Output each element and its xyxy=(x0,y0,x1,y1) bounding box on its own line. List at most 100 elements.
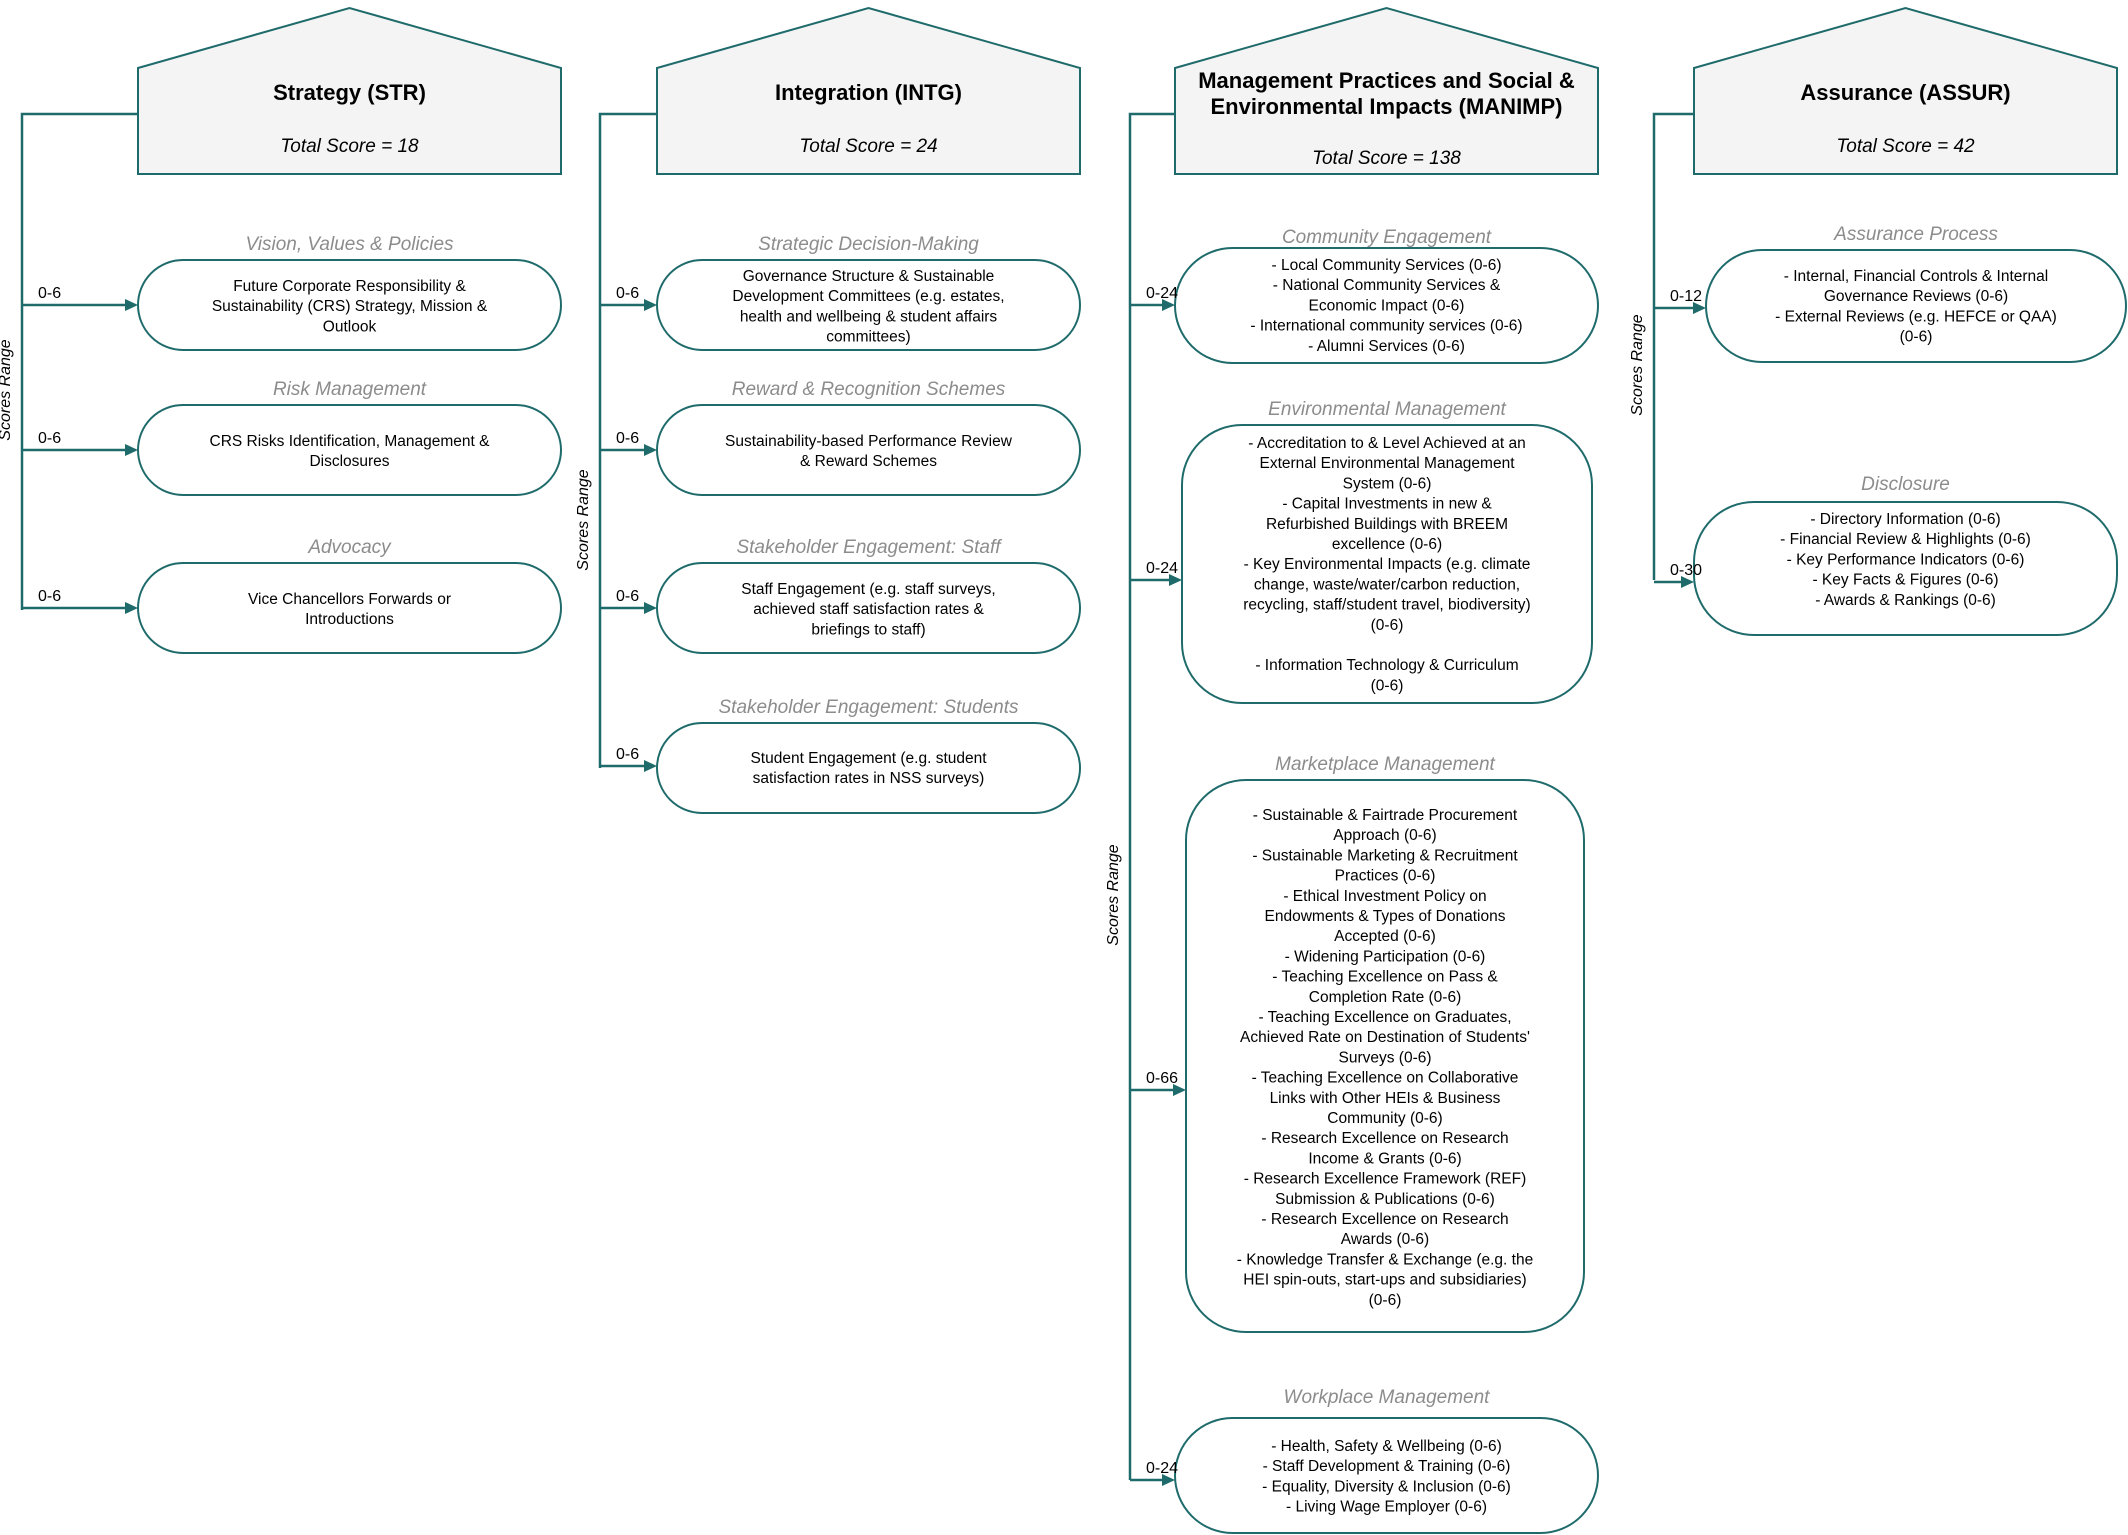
criteria-text-line: - Alumni Services (0-6) xyxy=(1308,338,1465,355)
criteria-text-line: - Teaching Excellence on Graduates, xyxy=(1258,1009,1511,1026)
criteria-text-line: Surveys (0-6) xyxy=(1338,1049,1431,1066)
criteria-text-line: Student Engagement (e.g. student xyxy=(750,750,987,767)
pillar-intg: Integration (INTG) Total Score = 24 Scores… xyxy=(575,6,1081,814)
score-range-label: 0-12 xyxy=(1670,288,1702,305)
pillar-header-shape xyxy=(1174,6,1599,175)
pillar-header-shape xyxy=(137,6,562,175)
criteria-text-line: Submission & Publications (0-6) xyxy=(1275,1191,1495,1208)
criteria-text-line: recycling, staff/student travel, biodive… xyxy=(1243,597,1530,614)
category-title: Assurance Process xyxy=(1833,224,1998,245)
criteria-text-line: change, waste/water/carbon reduction, xyxy=(1254,576,1520,593)
criteria-box xyxy=(137,404,562,496)
pillar-connector-line xyxy=(20,112,138,610)
arrowhead-icon xyxy=(644,299,657,311)
arrowhead-icon xyxy=(125,444,138,456)
category-assurance-process: Assurance Process- Internal, Financial C… xyxy=(1654,224,2127,363)
score-range-label: 0-6 xyxy=(616,430,639,447)
criteria-text-line: - Teaching Excellence on Pass & xyxy=(1272,969,1498,986)
score-range-label: 0-6 xyxy=(38,588,61,605)
criteria-text-line: Future Corporate Responsibility & xyxy=(233,278,466,295)
pillar-total-score: Total Score = 138 xyxy=(1312,148,1461,169)
criteria-box xyxy=(1705,249,2127,363)
pillar-title: Integration (INTG) xyxy=(775,80,962,105)
pillar-connector-line xyxy=(598,112,657,768)
score-range-label: 0-24 xyxy=(1146,285,1178,302)
category-title: Marketplace Management xyxy=(1275,754,1495,775)
criteria-text-line: & Reward Schemes xyxy=(800,453,937,470)
criteria-text-line: briefings to staff) xyxy=(811,621,925,638)
scores-range-axis-label: Scores Range xyxy=(1629,314,1646,415)
criteria-text-line: - Accreditation to & Level Achieved at a… xyxy=(1248,435,1525,452)
criteria-text-line: Sustainability-based Performance Review xyxy=(725,433,1013,450)
criteria-text-line: Introductions xyxy=(305,611,394,628)
criteria-text-line: - Capital Investments in new & xyxy=(1282,496,1492,513)
criteria-text-line: - Sustainable & Fairtrade Procurement xyxy=(1253,807,1518,824)
category-title: Vision, Values & Policies xyxy=(245,234,454,255)
criteria-text-line: - Awards & Rankings (0-6) xyxy=(1815,592,1996,609)
criteria-text-line: External Environmental Management xyxy=(1259,455,1515,472)
arrowhead-icon xyxy=(1173,1084,1186,1096)
category-community-engagement: Community Engagement- Local Community Se… xyxy=(1130,227,1599,364)
criteria-box xyxy=(1185,779,1585,1333)
criteria-text-line: Approach (0-6) xyxy=(1333,827,1436,844)
category-workplace-management: Workplace Management- Health, Safety & W… xyxy=(1130,1387,1599,1534)
score-range-label: 0-6 xyxy=(616,285,639,302)
score-range-label: 0-24 xyxy=(1146,1460,1178,1477)
criteria-text-line: HEI spin-outs, start-ups and subsidiarie… xyxy=(1243,1272,1526,1289)
criteria-box xyxy=(1693,501,2118,636)
category-reward-recognition-schemes: Reward & Recognition SchemesSustainabili… xyxy=(600,379,1081,496)
scores-range-axis-label: Scores Range xyxy=(575,469,592,570)
score-range-label: 0-30 xyxy=(1670,562,1702,579)
arrowhead-icon xyxy=(125,299,138,311)
criteria-text-line: - International community services (0-6) xyxy=(1250,318,1522,335)
criteria-text-line: - Research Excellence on Research xyxy=(1261,1211,1508,1228)
criteria-text-line: - Research Excellence on Research xyxy=(1261,1130,1508,1147)
category-disclosure: Disclosure - Directory Information (0-6) -… xyxy=(1654,474,2118,636)
criteria-text-line: excellence (0-6) xyxy=(1332,536,1442,553)
criteria-text-line: (0-6) xyxy=(1371,677,1404,694)
criteria-text-line: Achieved Rate on Destination of Students… xyxy=(1240,1029,1530,1046)
criteria-text-line: Links with Other HEIs & Business xyxy=(1270,1090,1501,1107)
criteria-text-line: - National Community Services & xyxy=(1273,277,1501,294)
category-environmental-management: Environmental Management- Accreditation … xyxy=(1130,399,1593,704)
arrowhead-icon xyxy=(125,602,138,614)
pillar-title: Environmental Impacts (MANIMP) xyxy=(1210,94,1562,119)
category-title: Strategic Decision-Making xyxy=(758,234,979,255)
category-stakeholder-engagement-students: Stakeholder Engagement: StudentsStudent … xyxy=(600,697,1081,814)
criteria-text-line: Accepted (0-6) xyxy=(1334,928,1436,945)
pillar-total-score: Total Score = 24 xyxy=(799,136,937,157)
criteria-text-line: Governance Reviews (0-6) xyxy=(1824,288,2008,305)
score-range-label: 0-66 xyxy=(1146,1070,1178,1087)
criteria-text-line: health and wellbeing & student affairs xyxy=(740,308,998,325)
criteria-text-line: - Directory Information (0-6) xyxy=(1810,511,2000,528)
criteria-text-line: Outlook xyxy=(323,318,377,335)
criteria-text-line: - Health, Safety & Wellbeing (0-6) xyxy=(1271,1438,1502,1455)
score-range-label: 0-6 xyxy=(38,430,61,447)
pillar-total-score: Total Score = 42 xyxy=(1836,136,1975,157)
criteria-text-line: Staff Engagement (e.g. staff surveys, xyxy=(741,581,995,598)
criteria-text-line: - Teaching Excellence on Collaborative xyxy=(1252,1070,1519,1087)
criteria-text-line: Development Committees (e.g. estates, xyxy=(732,288,1004,305)
criteria-text-line: committees) xyxy=(826,329,910,346)
category-title: Advocacy xyxy=(307,537,392,558)
category-title: Disclosure xyxy=(1861,474,1950,495)
arrowhead-icon xyxy=(1162,1474,1175,1486)
arrowhead-icon xyxy=(644,760,657,772)
criteria-text-line: - Widening Participation (0-6) xyxy=(1285,948,1486,965)
pillar-title: Strategy (STR) xyxy=(273,80,426,105)
pillar-title: Assurance (ASSUR) xyxy=(1800,80,2010,105)
category-marketplace-management: Marketplace Management - Sustainable & Fa… xyxy=(1130,754,1585,1333)
criteria-text-line: (0-6) xyxy=(1900,329,1933,346)
pillar-connector-line xyxy=(1128,112,1175,1480)
arrowhead-icon xyxy=(1681,576,1694,588)
criteria-text-line: Practices (0-6) xyxy=(1335,868,1436,885)
arrowhead-icon xyxy=(644,602,657,614)
pillar-connector-line xyxy=(1652,112,1694,580)
criteria-text-line: (0-6) xyxy=(1371,617,1404,634)
criteria-text-line: (0-6) xyxy=(1369,1292,1402,1309)
scores-range-axis-label: Scores Range xyxy=(1105,844,1122,945)
